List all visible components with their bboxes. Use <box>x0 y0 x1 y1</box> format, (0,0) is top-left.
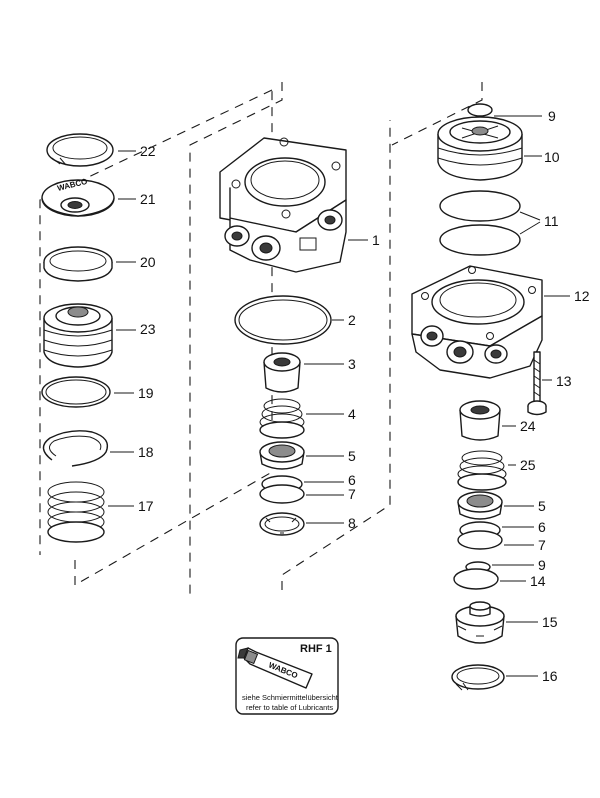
callout-6-right: 6 <box>538 519 546 535</box>
callout-16: 16 <box>542 668 558 684</box>
callout-11: 11 <box>544 213 559 229</box>
callout-4: 4 <box>348 406 356 422</box>
part-3-bushing: 3 <box>263 352 356 393</box>
lubricant-note-en: refer to table of Lubricants <box>246 703 333 712</box>
callout-20: 20 <box>140 254 156 270</box>
part-25-spring: 25 <box>457 450 536 491</box>
part-4-spring: 4 <box>259 398 356 439</box>
part-6-7-rings-right: 6 7 <box>457 519 546 553</box>
callout-6: 6 <box>348 472 356 488</box>
part-19-o-ring: 19 <box>41 376 154 408</box>
part-5-valve: 5 <box>259 441 356 470</box>
part-6-7-rings: 6 7 <box>259 472 356 504</box>
callout-9-right: 9 <box>538 557 546 573</box>
dashed-assembly-boundary-right <box>391 82 483 146</box>
callout-12: 12 <box>574 288 590 304</box>
part-9-14-rings: 9 14 <box>453 557 546 590</box>
part-5-valve-right: 5 <box>457 491 546 520</box>
part-22-snap-ring: 22 <box>46 133 156 167</box>
part-9-small-o-ring: 9 <box>467 103 556 124</box>
part-24-bushing: 24 <box>459 400 536 441</box>
callout-21: 21 <box>140 191 156 207</box>
dashed-assembly-boundary-middle <box>189 82 391 595</box>
part-15-valve-insert: 15 <box>455 601 558 644</box>
callout-7-right: 7 <box>538 537 546 553</box>
part-18-split-ring: 18 <box>42 430 154 467</box>
callout-13: 13 <box>556 373 572 389</box>
callout-18: 18 <box>138 444 154 460</box>
callout-10: 10 <box>544 149 560 165</box>
callout-9: 9 <box>548 108 556 124</box>
callout-3: 3 <box>348 356 356 372</box>
part-2-o-ring: 2 <box>234 295 356 345</box>
callout-17: 17 <box>138 498 154 514</box>
callout-19: 19 <box>138 385 154 401</box>
part-11-rings: 11 <box>439 190 559 256</box>
lubricant-tube-icon: WABCO <box>237 647 313 689</box>
part-10-piston: 10 <box>437 116 560 181</box>
part-8-retaining-ring: 8 <box>259 512 356 536</box>
part-23-piston: 23 <box>43 303 156 368</box>
lubricant-note-box: RHF 1 WABCO siehe Schmiermittelübersicht… <box>235 637 339 715</box>
callout-5-right: 5 <box>538 498 546 514</box>
part-13-screw: 13 <box>527 351 572 416</box>
part-1-housing: 1 <box>219 137 380 273</box>
callout-2: 2 <box>348 312 356 328</box>
callout-25: 25 <box>520 457 536 473</box>
callout-24: 24 <box>520 418 536 434</box>
callout-22: 22 <box>140 143 156 159</box>
part-17-spring: 17 <box>47 481 154 543</box>
part-16-snap-ring: 16 <box>451 664 558 691</box>
dashed-assembly-boundary-left <box>39 89 273 586</box>
callout-15: 15 <box>542 614 558 630</box>
callout-8: 8 <box>348 515 356 531</box>
callout-23: 23 <box>140 321 156 337</box>
callout-14: 14 <box>530 573 546 589</box>
part-12-housing: 12 <box>411 265 590 379</box>
lubricant-code: RHF 1 <box>300 643 332 655</box>
lubricant-note-de: siehe Schmiermittelübersicht <box>242 693 339 702</box>
part-20-ring: 20 <box>43 246 156 282</box>
callout-5: 5 <box>348 448 356 464</box>
part-21-cap: WABCO 21 <box>41 177 156 217</box>
callout-7: 7 <box>348 486 356 502</box>
callout-1: 1 <box>372 232 380 248</box>
